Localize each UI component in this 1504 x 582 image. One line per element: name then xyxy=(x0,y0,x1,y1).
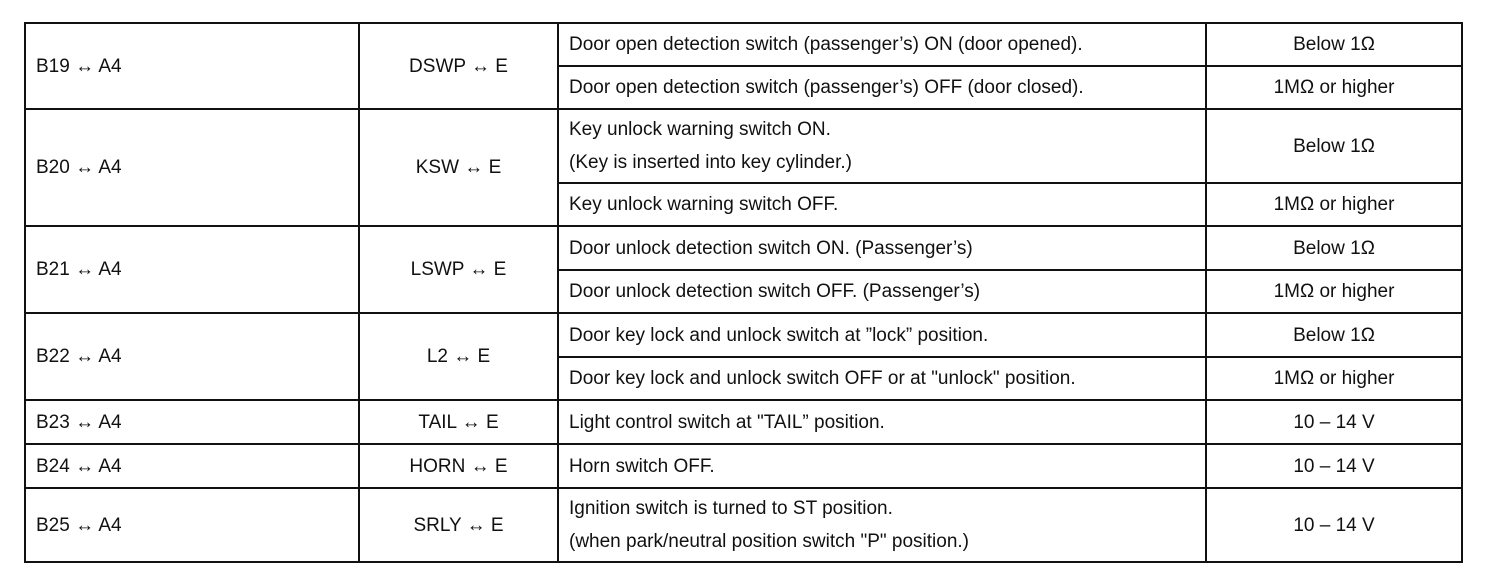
condition-cell: Door unlock detection switch ON. (Passen… xyxy=(557,225,1207,271)
terminal-cell: B23 ↔ A4 xyxy=(24,399,360,445)
condition-line: Key unlock warning switch ON. xyxy=(569,119,831,140)
condition-line: (when park/neutral position switch "P" p… xyxy=(569,531,970,552)
table-row: Door unlock detection switch OFF. (Passe… xyxy=(25,269,1463,314)
table-row: Door open detection switch (passenger’s)… xyxy=(25,65,1463,110)
terminal-cell: B21 ↔ A4 xyxy=(24,225,360,314)
condition-cell: Ignition switch is turned to ST position… xyxy=(557,487,1207,563)
condition-cell: Key unlock warning switch ON. (Key is in… xyxy=(557,108,1207,184)
condition-cell: Horn switch OFF. xyxy=(557,443,1207,489)
specified-value-cell: 1MΩ or higher xyxy=(1205,182,1463,227)
table-row: Door key lock and unlock switch OFF or a… xyxy=(25,356,1463,401)
terminal-cell: B25 ↔ A4 xyxy=(24,487,360,563)
condition-line: Door unlock detection switch ON. (Passen… xyxy=(569,237,973,259)
symbol-cell: KSW ↔ E xyxy=(358,108,559,227)
condition-cell: Key unlock warning switch OFF. xyxy=(557,182,1207,227)
condition-cell: Door open detection switch (passenger’s)… xyxy=(557,65,1207,110)
specified-value-cell: 10 – 14 V xyxy=(1205,487,1463,563)
symbol-cell: L2 ↔ E xyxy=(358,312,559,401)
table-row: B22 ↔ A4 L2 ↔ E Door key lock and unlock… xyxy=(24,312,1463,401)
specified-value-cell: Below 1Ω xyxy=(1205,225,1463,271)
symbol-cell: LSWP ↔ E xyxy=(358,225,559,314)
condition-line: Horn switch OFF. xyxy=(569,455,715,477)
terminal-spec-table: B19 ↔ A4 DSWP ↔ E Door open detection sw… xyxy=(24,22,1463,563)
table-row: B24 ↔ A4 HORN ↔ E Horn switch OFF. 10 – … xyxy=(24,443,1463,489)
table-row: B23 ↔ A4 TAIL ↔ E Light control switch a… xyxy=(24,399,1463,445)
symbol-cell: TAIL ↔ E xyxy=(358,399,559,445)
specified-value-cell: 1MΩ or higher xyxy=(1205,65,1463,110)
symbol-cell: SRLY ↔ E xyxy=(358,487,559,563)
specified-value-cell: 1MΩ or higher xyxy=(1205,269,1463,314)
terminal-cell: B22 ↔ A4 xyxy=(24,312,360,401)
condition-cell: Door open detection switch (passenger’s)… xyxy=(557,22,1207,67)
condition-cell: Door key lock and unlock switch at ”lock… xyxy=(557,312,1207,358)
specified-value-cell: 10 – 14 V xyxy=(1205,443,1463,489)
terminal-cell: B24 ↔ A4 xyxy=(24,443,360,489)
condition-cell: Door key lock and unlock switch OFF or a… xyxy=(557,356,1207,401)
condition-cell: Door unlock detection switch OFF. (Passe… xyxy=(557,269,1207,314)
table-row: B20 ↔ A4 KSW ↔ E Key unlock warning swit… xyxy=(24,108,1463,227)
specified-value-cell: Below 1Ω xyxy=(1205,22,1463,67)
condition-line: (Key is inserted into key cylinder.) xyxy=(569,152,853,173)
terminal-cell: B19 ↔ A4 xyxy=(24,22,360,110)
condition-line: Door key lock and unlock switch OFF or a… xyxy=(569,368,1076,389)
condition-line: Key unlock warning switch OFF. xyxy=(569,194,839,215)
condition-line: Door open detection switch (passenger’s)… xyxy=(569,34,1083,55)
condition-cell: Light control switch at "TAIL” position. xyxy=(557,399,1207,445)
condition-line: Door unlock detection switch OFF. (Passe… xyxy=(569,281,981,302)
condition-line: Door key lock and unlock switch at ”lock… xyxy=(569,324,989,346)
specified-value-cell: Below 1Ω xyxy=(1205,312,1463,358)
specified-value-cell: 1MΩ or higher xyxy=(1205,356,1463,401)
terminal-cell: B20 ↔ A4 xyxy=(24,108,360,227)
table-row: B21 ↔ A4 LSWP ↔ E Door unlock detection … xyxy=(24,225,1463,314)
condition-line: Ignition switch is turned to ST position… xyxy=(569,498,893,519)
table-row: B19 ↔ A4 DSWP ↔ E Door open detection sw… xyxy=(24,22,1463,110)
table-row: Key unlock warning switch OFF. 1MΩ or hi… xyxy=(25,182,1463,227)
condition-line: Light control switch at "TAIL” position. xyxy=(569,411,885,433)
specification-sheet: B19 ↔ A4 DSWP ↔ E Door open detection sw… xyxy=(24,22,1463,563)
specified-value-cell: Below 1Ω xyxy=(1205,108,1463,184)
table-row: B25 ↔ A4 SRLY ↔ E Ignition switch is tur… xyxy=(24,487,1463,563)
condition-line: Door open detection switch (passenger’s)… xyxy=(569,77,1084,98)
symbol-cell: HORN ↔ E xyxy=(358,443,559,489)
specified-value-cell: 10 – 14 V xyxy=(1205,399,1463,445)
symbol-cell: DSWP ↔ E xyxy=(358,22,559,110)
